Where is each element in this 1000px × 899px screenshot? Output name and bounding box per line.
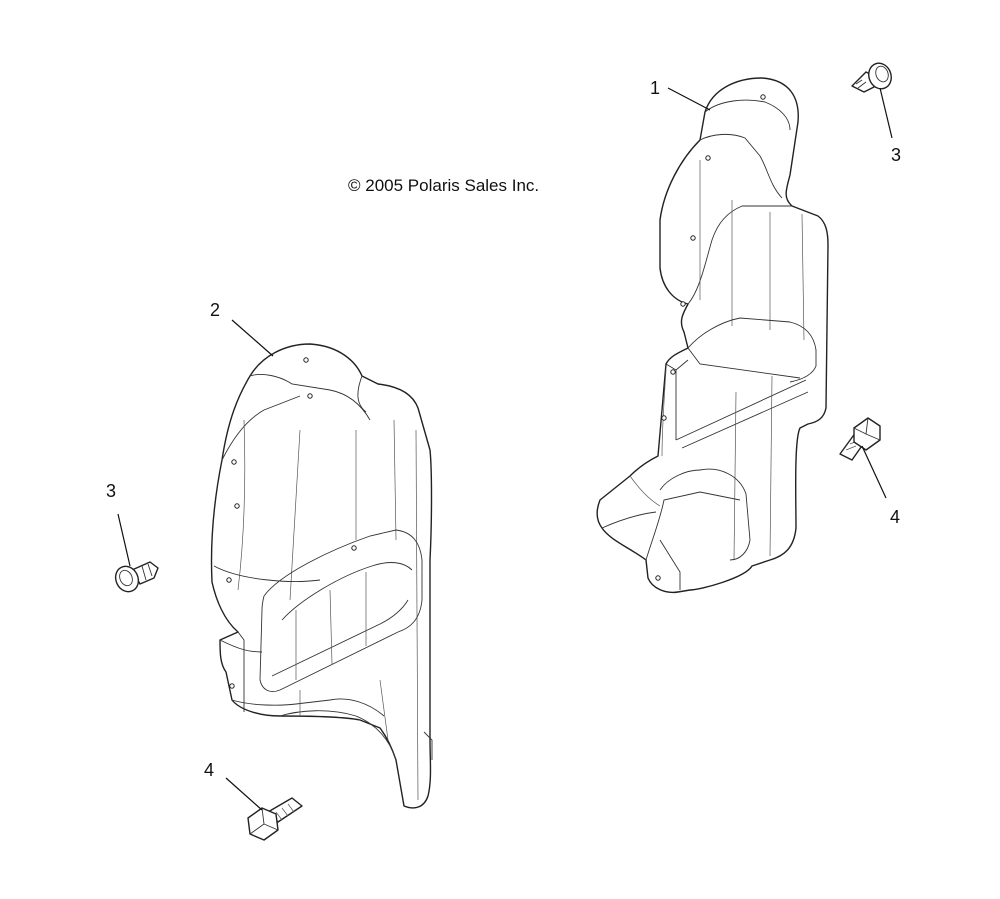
copyright-notice: © 2005 Polaris Sales Inc.: [348, 176, 540, 195]
callout-4-left: 4: [204, 760, 263, 811]
svg-text:4: 4: [890, 507, 900, 527]
part-1-heat-shield-right: [596, 77, 829, 594]
callout-3-right: 3: [879, 87, 901, 165]
svg-text:3: 3: [106, 481, 116, 501]
svg-text:2: 2: [210, 300, 220, 320]
fastener-3-push-rivet-left: [114, 561, 159, 593]
fastener-4-screw-left: [247, 797, 303, 841]
fastener-3-push-rivet-right: [851, 62, 892, 93]
callout-4-right: 4: [861, 445, 900, 527]
fastener-4-screw-right: [839, 417, 881, 461]
callout-3-left: 3: [106, 481, 131, 567]
svg-text:4: 4: [204, 760, 214, 780]
svg-text:1: 1: [650, 78, 660, 98]
svg-text:3: 3: [891, 145, 901, 165]
callout-1: 1: [650, 78, 711, 111]
callout-2: 2: [210, 300, 274, 357]
part-2-heat-shield-left: [210, 343, 433, 809]
